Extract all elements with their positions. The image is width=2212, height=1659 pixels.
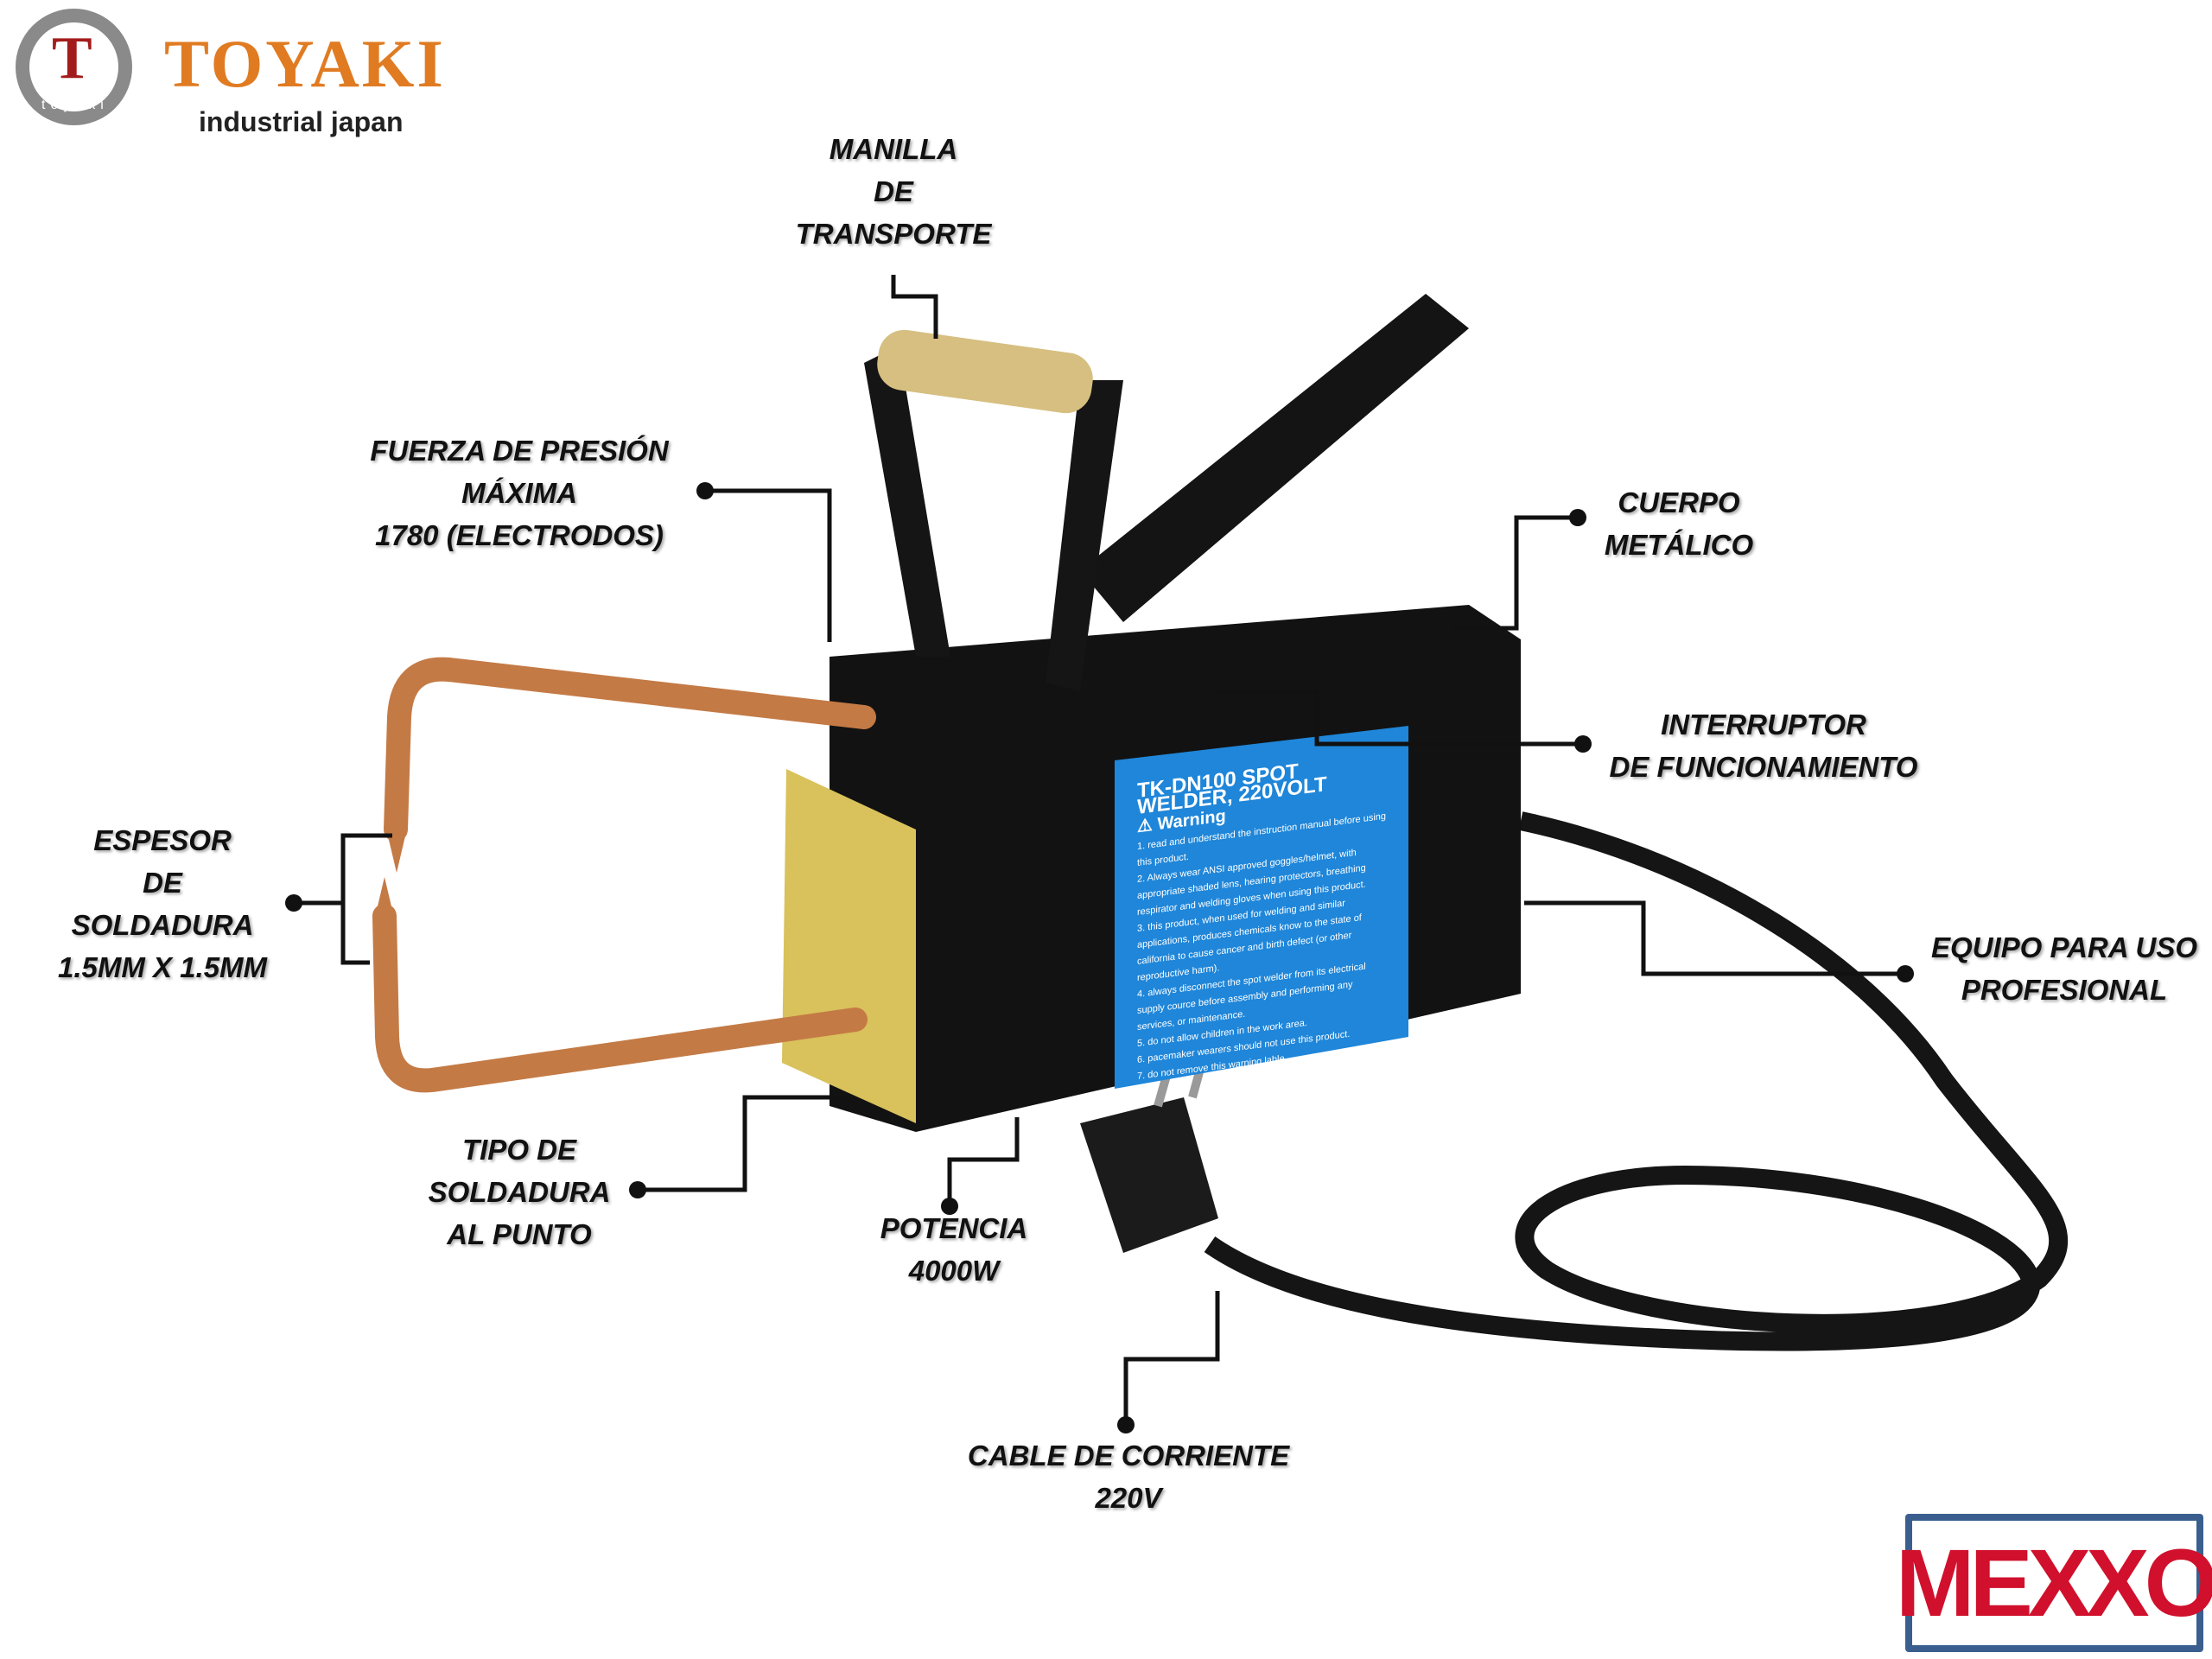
callout-weld-type: TIPO DE SOLDADURA AL PUNTO <box>429 1128 611 1255</box>
callout-force: FUERZA DE PRESIÓN MÁXIMA 1780 (ELECTRODOS) <box>370 429 668 556</box>
power-cable <box>1204 811 2069 1351</box>
callout-line-text: TIPO DE <box>461 1134 577 1166</box>
carry-handle-grip <box>877 329 1093 414</box>
callout-line-text: SOLDADURA <box>428 1176 611 1208</box>
lever-arm <box>1080 294 1469 622</box>
upper-electrode-arm <box>384 657 876 842</box>
brand-name: TOYAKI <box>164 26 446 101</box>
callout-line-text: ESPESOR <box>93 824 232 856</box>
plug <box>1080 1097 1218 1253</box>
callout-switch: INTERRUPTOR DE FUNCIONAMIENTO <box>1610 703 1918 788</box>
callout-line-text: FUERZA DE PRESIÓN <box>370 435 669 467</box>
warning-icon: ⚠ <box>1137 815 1158 837</box>
mexxo-logo: MEXXO <box>1896 1514 2212 1652</box>
callout-line-text: AL PUNTO <box>447 1218 592 1250</box>
callout-thickness: ESPESOR DE SOLDADURA 1.5MM X 1.5MM <box>58 819 267 988</box>
callout-line-text: MÁXIMA <box>461 477 577 509</box>
brass-plate <box>782 769 916 1123</box>
callout-line-text: MANILLA <box>829 133 958 165</box>
callout-line-text: 1.5MM X 1.5MM <box>57 951 268 983</box>
callout-line-text: DE <box>143 867 182 899</box>
carry-handle-frame <box>864 346 1123 691</box>
callout-line-text: 220V <box>1095 1482 1162 1514</box>
callout-line-text: PROFESIONAL <box>1961 974 2168 1006</box>
callout-body: CUERPO METÁLICO <box>1605 481 1753 566</box>
callout-line-text: EQUIPO PARA USO <box>1930 931 2198 963</box>
callout-line-text: 4000W <box>908 1255 1000 1287</box>
callout-line-text: CUERPO <box>1618 486 1740 518</box>
lower-electrode-tip <box>373 877 396 925</box>
callout-line-text: METÁLICO <box>1604 529 1754 561</box>
callout-line-text: DE <box>874 175 913 207</box>
upper-electrode-tip <box>385 825 408 873</box>
callout-line-text: 1780 (ELECTRODOS) <box>375 519 664 551</box>
callout-line-text: POTENCIA <box>880 1212 1028 1244</box>
callout-lines <box>294 275 1905 1425</box>
logo-mark: T <box>52 25 92 92</box>
callout-line-text: TRANSPORTE <box>795 218 992 250</box>
callout-power: POTENCIA 4000W <box>880 1207 1028 1292</box>
lower-electrode-arm <box>372 904 868 1093</box>
callout-line-text: DE FUNCIONAMIENTO <box>1609 751 1918 783</box>
blue-panel <box>1115 726 1408 1089</box>
mexxo-logo-text: MEXXO <box>1895 1529 2212 1637</box>
callout-line-text: CABLE DE CORRIENTE <box>967 1440 1290 1471</box>
callout-cable: CABLE DE CORRIENTE 220V <box>968 1434 1289 1519</box>
callout-dots <box>285 482 1914 1433</box>
callout-professional: EQUIPO PARA USO PROFESIONAL <box>1931 926 2197 1011</box>
callout-line-text: SOLDADURA <box>71 909 254 941</box>
logo-ring-text: toyaki <box>41 98 109 112</box>
callout-line-text: INTERRUPTOR <box>1661 709 1866 741</box>
toyaki-logo: T toyaki TOYAKI industrial japan <box>9 4 493 147</box>
brand-tagline: industrial japan <box>199 106 404 137</box>
callout-handle: MANILLA DE TRANSPORTE <box>796 128 992 255</box>
warning-label: TK-DN100 SPOT WELDER, 220VOLT ⚠ Warning … <box>1122 743 1407 1098</box>
